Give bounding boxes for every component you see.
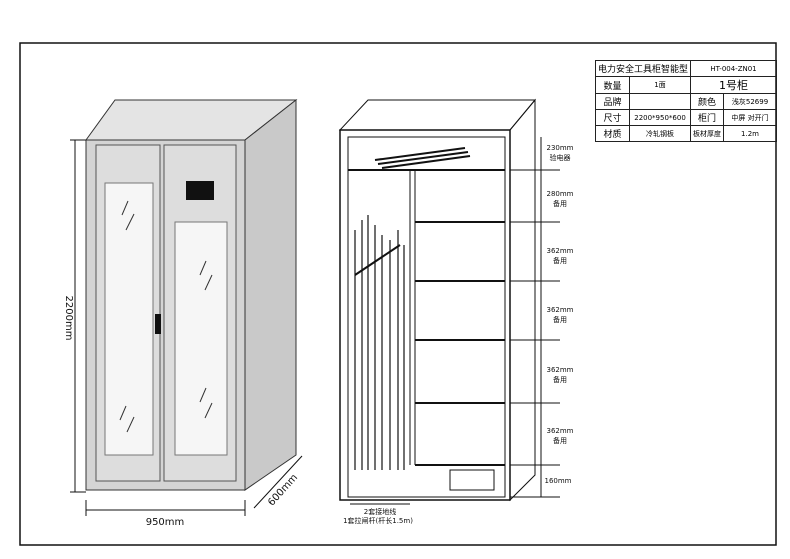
- svg-text:160mm: 160mm: [545, 477, 572, 485]
- dimension-lines: [70, 139, 303, 516]
- grounding-wire-note: 2套接地线: [364, 507, 396, 516]
- size-value: 2200*950*600: [629, 109, 692, 126]
- width-dimension: 950mm: [146, 517, 185, 528]
- compartment-dimension-line: [510, 137, 560, 498]
- depth-dimension: 600mm: [266, 472, 300, 508]
- door-value: 中屏 对开门: [723, 109, 778, 126]
- height-dimension: 2200mm: [63, 296, 74, 341]
- frame-border: [19, 42, 777, 546]
- color-value: 浅灰52699: [723, 93, 778, 110]
- svg-text:备用: 备用: [553, 375, 567, 384]
- qty-label: 数量: [594, 76, 631, 94]
- svg-text:备用: 备用: [553, 256, 567, 265]
- brand-value: [629, 93, 692, 110]
- cabinet-interior-view: [338, 98, 537, 502]
- material-label: 材质: [594, 125, 631, 142]
- svg-text:362mm: 362mm: [547, 366, 574, 374]
- svg-text:备用: 备用: [553, 199, 567, 208]
- material-value: 冷轧钢板: [629, 125, 692, 142]
- svg-text:362mm: 362mm: [547, 247, 574, 255]
- svg-text:备用: 备用: [553, 315, 567, 324]
- door-handle: [155, 314, 161, 334]
- thickness-value: 1.2m: [723, 125, 778, 142]
- size-label: 尺寸: [594, 109, 631, 126]
- door-label: 柜门: [690, 109, 725, 126]
- color-label: 颜色: [690, 93, 725, 110]
- thickness-label: 板材厚度: [690, 125, 725, 142]
- svg-text:备用: 备用: [553, 436, 567, 445]
- svg-text:362mm: 362mm: [547, 427, 574, 435]
- cabinet-no: 1号柜: [690, 76, 778, 94]
- right-glass: [174, 221, 228, 456]
- svg-text:230mm: 230mm: [547, 144, 574, 152]
- svg-text:280mm: 280mm: [547, 190, 574, 198]
- svg-text:362mm: 362mm: [547, 306, 574, 314]
- spec-title: 电力安全工具柜智能型: [594, 60, 692, 77]
- brand-label: 品牌: [594, 93, 631, 110]
- left-glass: [104, 182, 154, 456]
- switch-rod-note: 1套拉闸杆(杆长1.5m): [343, 516, 413, 525]
- display-screen: [186, 181, 214, 200]
- svg-text:验电器: 验电器: [550, 153, 571, 162]
- cabinet-front-view: [85, 98, 298, 491]
- qty-value: 1面: [629, 76, 692, 94]
- spec-model: HT-004-ZN01: [690, 60, 778, 77]
